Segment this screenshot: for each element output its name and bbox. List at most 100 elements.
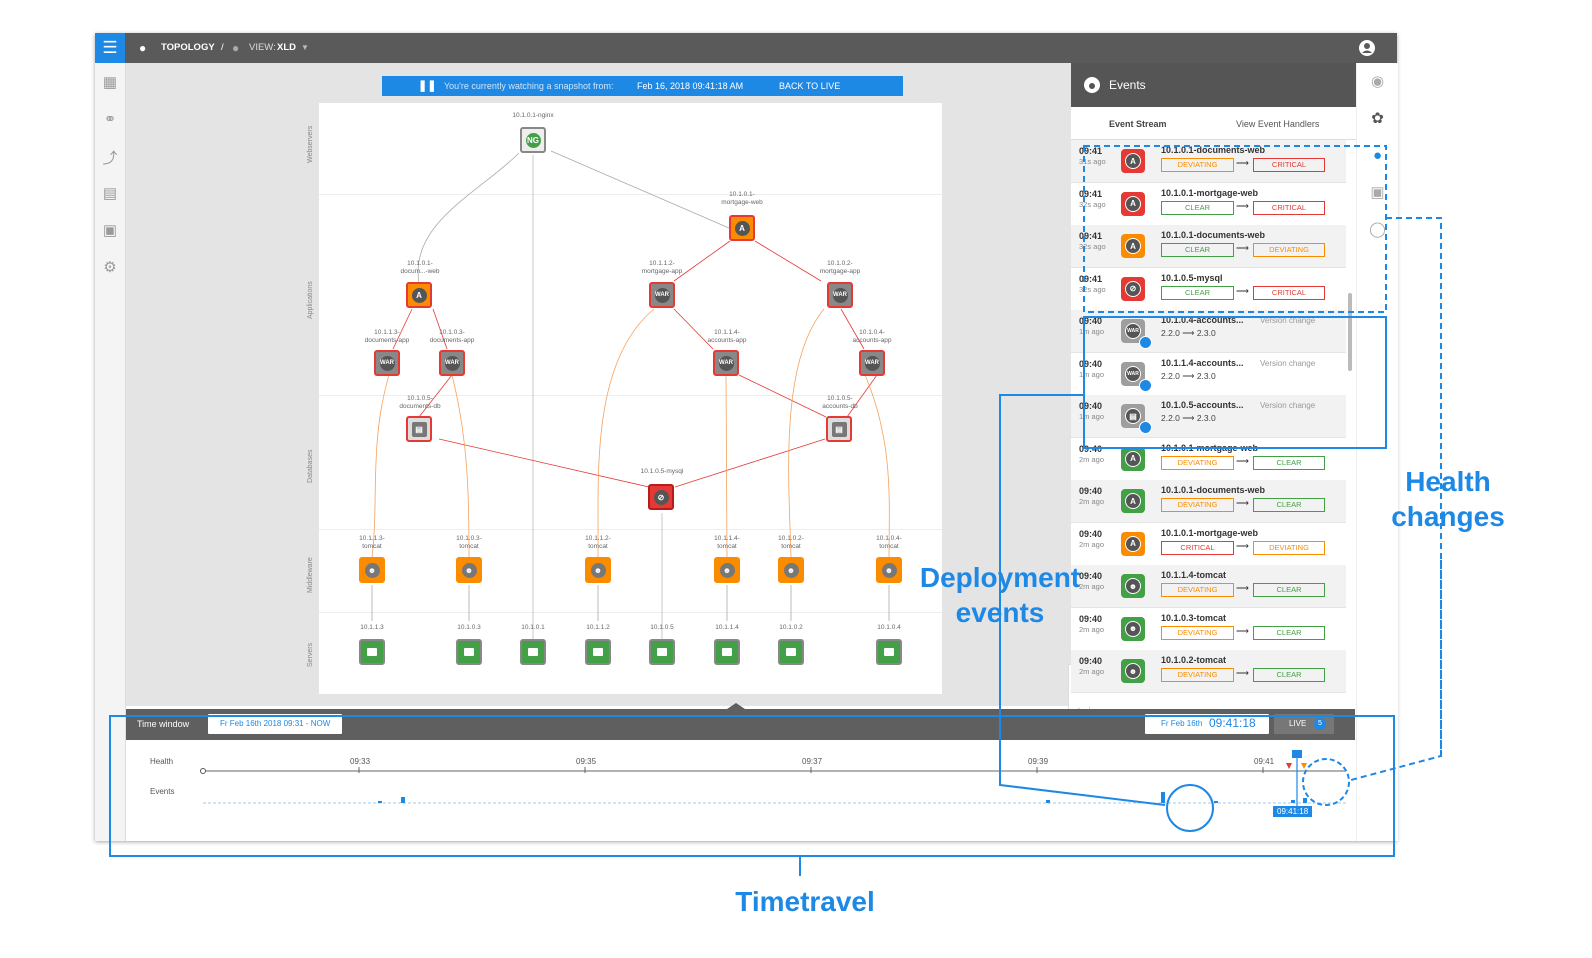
node-tomcat[interactable]: ☻	[359, 557, 385, 583]
event-time: 09:40	[1079, 316, 1103, 326]
current-time-box[interactable]: Fr Feb 16th 09:41:18	[1145, 714, 1269, 734]
node-tomcat[interactable]: ☻	[456, 557, 482, 583]
node-mortgage-web[interactable]: A	[729, 215, 755, 241]
node-server[interactable]	[649, 639, 675, 665]
node-accounts-db[interactable]: ▤	[826, 416, 852, 442]
globe-icon[interactable]: ◉	[1370, 73, 1385, 90]
event-list-scrollbar[interactable]	[1348, 293, 1352, 371]
events-active-icon[interactable]: ●	[1372, 147, 1383, 164]
event-source-name: 10.1.0.4-accounts...	[1161, 315, 1244, 325]
node-documents-app-2[interactable]: WAR	[439, 350, 465, 376]
chevron-down-icon[interactable]: ▼	[301, 43, 309, 52]
event-source-name: 10.1.0.1-documents-web	[1161, 230, 1266, 240]
node-tomcat[interactable]: ☻	[585, 557, 611, 583]
node-accounts-app-2[interactable]: WAR	[859, 350, 885, 376]
clipboard-icon[interactable]: ▤	[102, 185, 118, 202]
arrow-right-icon: ⟶	[1236, 243, 1249, 253]
node-server[interactable]	[359, 639, 385, 665]
node-tomcat[interactable]: ☻	[876, 557, 902, 583]
war-icon: WAR	[832, 287, 848, 303]
gear-icon[interactable]: ⚙	[103, 259, 117, 276]
current-time: 09:41:18	[1209, 716, 1256, 730]
status-badge-from: CLEAR	[1161, 243, 1234, 257]
node-server[interactable]	[585, 639, 611, 665]
lightning-icon[interactable]: ⤴	[102, 150, 118, 167]
back-to-live-button[interactable]: BACK TO LIVE	[779, 81, 841, 91]
status-badge-to: CLEAR	[1253, 625, 1325, 640]
tomcat-icon: ☻	[783, 562, 799, 578]
event-ago: 2m ago	[1079, 624, 1105, 634]
server-icon	[593, 648, 603, 656]
band-divider	[319, 612, 942, 613]
node-server[interactable]	[876, 639, 902, 665]
node-label: 10.1.0.5-documents-db	[399, 395, 441, 410]
flame-icon[interactable]: ✿	[1371, 110, 1384, 127]
breadcrumb-separator: /	[221, 42, 224, 53]
circle-icon[interactable]: ◯	[1369, 221, 1386, 238]
node-accounts-app-1[interactable]: WAR	[713, 350, 739, 376]
cursor-time-label: 09:41:18	[1273, 806, 1313, 817]
breadcrumb-topology[interactable]: TOPOLOGY	[161, 42, 215, 53]
node-label: 10.1.0.3-tomcat	[456, 535, 482, 550]
pause-icon[interactable]: ❚❚	[418, 80, 437, 92]
event-time: 09:40	[1079, 571, 1103, 581]
image-icon[interactable]: ▣	[1370, 184, 1385, 201]
time-range-selector[interactable]: Fr Feb 16th 2018 09:31 - NOW	[208, 714, 343, 734]
panel-icon[interactable]: ▣	[102, 222, 118, 239]
node-tomcat[interactable]: ☻	[714, 557, 740, 583]
sync-icon	[1139, 378, 1152, 392]
status-badge-from: CLEAR	[1161, 285, 1234, 300]
node-tomcat[interactable]: ☻	[778, 557, 804, 583]
node-nginx[interactable]: NG	[520, 127, 546, 153]
server-icon	[722, 648, 732, 656]
node-server[interactable]	[456, 639, 482, 665]
event-source-name: 10.1.0.1-mortgage-web	[1161, 187, 1259, 198]
node-server[interactable]	[520, 639, 546, 665]
node-label: 10.1.1.3-documents-app	[364, 329, 410, 344]
arrow-right-icon: ⟶	[1236, 200, 1249, 211]
node-label: 10.1.0.1	[521, 624, 545, 631]
server-icon	[464, 648, 474, 656]
node-documents-db[interactable]: ▤	[406, 416, 432, 442]
timeline-tick: 09:39	[1028, 757, 1049, 766]
event-ago: 32s ago	[1079, 199, 1106, 209]
tab-event-stream[interactable]: Event Stream	[1109, 119, 1167, 129]
glasses-icon[interactable]: ⚭	[103, 111, 117, 128]
node-server[interactable]	[714, 639, 740, 665]
event-source-name: 10.1.0.5-mysql	[1161, 272, 1223, 283]
node-mortgage-app-2[interactable]: WAR	[827, 282, 853, 308]
dashboard-grid-icon[interactable]: ▦	[102, 74, 118, 91]
node-mortgage-app-1[interactable]: WAR	[649, 282, 675, 308]
status-badge-to: DEVIATING	[1253, 540, 1325, 555]
tomcat-icon: ☻	[364, 562, 380, 578]
user-account-icon[interactable]	[1359, 40, 1375, 56]
view-selector[interactable]: XLD	[277, 42, 296, 53]
hamburger-menu-icon[interactable]: ☰	[95, 33, 125, 63]
node-mysql[interactable]: ⊘	[648, 484, 674, 510]
event-time: 09:41	[1079, 146, 1103, 156]
server-icon	[528, 648, 538, 656]
status-badge-to: DEVIATING	[1253, 243, 1325, 257]
node-label: 10.1.0.1-docum...-web	[400, 260, 440, 275]
app-window: ☰ ● TOPOLOGY / ● VIEW: XLD ▼ ▦ ⚭ ⤴ ▤ ▣ ⚙…	[95, 33, 1398, 841]
node-label: 10.1.1.4	[715, 624, 739, 631]
event-type-icon: ⊘	[1121, 276, 1145, 301]
node-documents-web[interactable]: A	[406, 282, 432, 308]
live-button[interactable]: LIVE 5	[1274, 714, 1334, 734]
tab-event-handlers[interactable]: View Event Handlers	[1236, 119, 1320, 129]
event-time: 09:41	[1079, 188, 1103, 199]
node-server[interactable]	[778, 639, 804, 665]
arrow-right-icon: ⟶	[1236, 668, 1249, 678]
war-icon: WAR	[654, 287, 670, 303]
node-documents-app-1[interactable]: WAR	[374, 350, 400, 376]
event-time: 09:41	[1079, 231, 1103, 241]
band-divider	[319, 529, 942, 530]
status-badge-from: CRITICAL	[1161, 540, 1234, 555]
